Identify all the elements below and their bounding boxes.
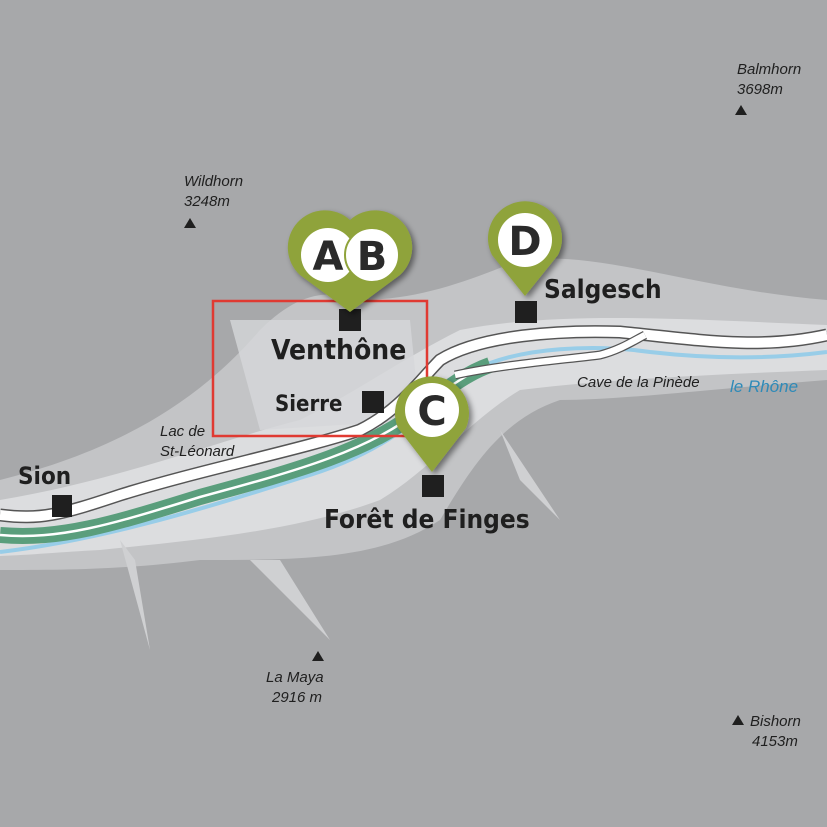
peak-triangle-icon [732, 715, 744, 725]
finges-marker[interactable] [422, 475, 444, 497]
lac-label-1: Lac de [160, 423, 205, 440]
pin-letter-c: C [417, 389, 446, 435]
svg-text:3698m: 3698m [737, 81, 783, 98]
peak-bishorn: Bishorn 4153m [732, 713, 801, 750]
pin-ab[interactable]: A B [287, 210, 413, 312]
svg-text:Wildhorn: Wildhorn [184, 173, 243, 190]
venthone-marker[interactable] [339, 309, 361, 331]
sion-marker[interactable] [52, 495, 72, 517]
svg-text:Balmhorn: Balmhorn [737, 61, 801, 78]
sierre-region-frame [211, 299, 429, 438]
peak-balmhorn: Balmhorn 3698m [735, 61, 801, 115]
svg-text:4153m: 4153m [752, 733, 798, 750]
svg-text:3248m: 3248m [184, 193, 230, 210]
peak-wildhorn: Wildhorn 3248m [184, 173, 243, 228]
venthone-label: Venthône [271, 333, 406, 366]
lac-label-2: St-Léonard [160, 443, 235, 460]
pin-d[interactable]: D [488, 201, 562, 296]
sierre-marker[interactable] [362, 391, 384, 413]
peak-la-maya: La Maya 2916 m [266, 651, 324, 706]
svg-text:2916 m: 2916 m [271, 689, 322, 706]
sierre-label: Sierre [275, 392, 342, 417]
pin-letter-b: B [357, 234, 388, 280]
svg-text:Bishorn: Bishorn [750, 713, 801, 730]
sion-label: Sion [18, 462, 71, 490]
pin-c[interactable]: C [395, 376, 469, 472]
peak-triangle-icon [735, 105, 747, 115]
peak-triangle-icon [312, 651, 324, 661]
pin-letter-d: D [508, 219, 541, 265]
salgesch-label: Salgesch [544, 275, 662, 305]
finges-label: Forêt de Finges [324, 505, 530, 535]
peak-triangle-icon [184, 218, 196, 228]
svg-text:La Maya: La Maya [266, 669, 324, 686]
river-label: le Rhône [730, 377, 798, 396]
cave-label: Cave de la Pinède [577, 374, 700, 391]
pin-letter-a: A [313, 234, 344, 280]
salgesch-marker[interactable] [515, 301, 537, 323]
